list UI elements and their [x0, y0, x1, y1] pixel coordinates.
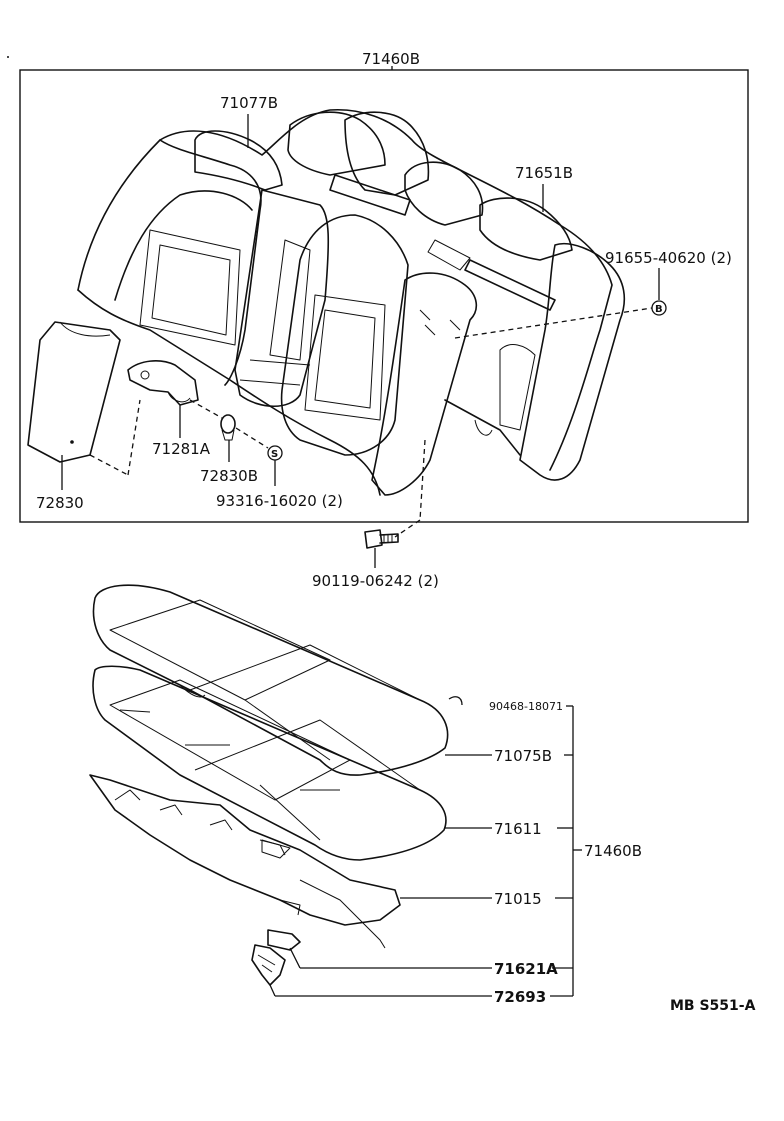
diagram-code: MB S551-A — [670, 998, 756, 1014]
svg-text:B: B — [655, 304, 663, 315]
label-90468-18071: 90468-18071 — [489, 700, 563, 713]
label-72830b: 72830B — [200, 467, 258, 485]
label-71611: 71611 — [494, 820, 542, 838]
marker-s: S — [267, 445, 283, 461]
marker-b: B — [651, 300, 667, 316]
label-91655-40620: 91655-40620 (2) — [605, 249, 732, 267]
label-71077b: 71077B — [220, 94, 278, 112]
seatback-group-frame — [19, 69, 749, 523]
label-71075b: 71075B — [494, 747, 552, 765]
seatback-illustration — [77, 108, 626, 496]
hinge-illustration — [127, 360, 199, 406]
bushing-illustration — [220, 414, 236, 441]
label-71281a: 71281A — [152, 440, 211, 458]
svg-text:S: S — [271, 449, 278, 460]
label-71460b-lower: 71460B — [584, 842, 642, 860]
label-93316-16020: 93316-16020 (2) — [216, 492, 343, 510]
side-pad-illustration — [27, 321, 121, 463]
label-72830: 72830 — [36, 494, 84, 512]
label-71651b: 71651B — [515, 164, 573, 182]
seat-cushion-illustration — [89, 584, 449, 986]
label-71015: 71015 — [494, 890, 542, 908]
label-90119-06242: 90119-06242 (2) — [312, 572, 439, 590]
label-72693: 72693 — [494, 988, 546, 1006]
label-71621a: 71621A — [494, 960, 558, 978]
label-71460b-top: 71460B — [362, 50, 420, 68]
bolt-illustration — [364, 529, 399, 549]
